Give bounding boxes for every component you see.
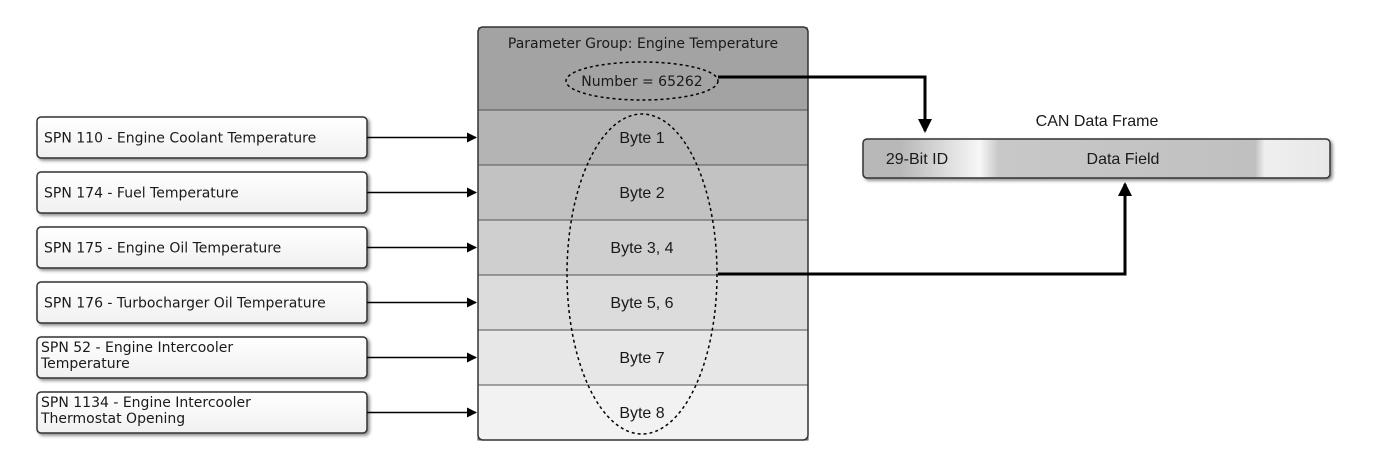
spn-list: SPN 110 - Engine Coolant TemperatureSPN … <box>36 116 477 434</box>
can-data-field-label: Data Field <box>1087 151 1160 168</box>
can-frame-title: CAN Data Frame <box>1036 113 1159 130</box>
data-bytes-ellipse <box>566 113 718 435</box>
byte-label: Byte 1 <box>619 130 664 147</box>
spn-label: SPN 175 - Engine Oil Temperature <box>44 241 281 257</box>
can-id-label: 29-Bit ID <box>886 151 948 168</box>
parameter-group-header <box>478 27 808 110</box>
spn-label: SPN 110 - Engine Coolant Temperature <box>44 131 316 147</box>
byte-row <box>477 164 809 221</box>
spn-label: Temperature <box>40 356 130 372</box>
byte-label: Byte 5, 6 <box>610 295 673 312</box>
spn-label: SPN 176 - Turbocharger Oil Temperature <box>44 296 326 312</box>
spn-label: SPN 1134 - Engine Intercooler <box>41 395 251 411</box>
spn-item: SPN 175 - Engine Oil Temperature <box>36 226 368 269</box>
can-data-frame: CAN Data Frame 29-Bit ID Data Field <box>862 113 1331 179</box>
byte-label: Byte 3, 4 <box>610 240 673 257</box>
byte-row <box>477 219 809 276</box>
parameter-group-table: Parameter Group: Engine Temperature Numb… <box>477 26 809 441</box>
byte-label: Byte 7 <box>619 350 664 367</box>
parameter-group-border <box>477 26 809 441</box>
pgn-number-label: Number = 65262 <box>581 74 702 90</box>
spn-label: SPN 52 - Engine Intercooler <box>41 340 233 356</box>
pgn-number-ellipse <box>565 61 719 101</box>
byte-row <box>477 384 809 441</box>
spn-item: SPN 110 - Engine Coolant Temperature <box>36 116 368 159</box>
byte-label: Byte 8 <box>619 405 664 422</box>
spn-label: SPN 174 - Fuel Temperature <box>44 186 239 202</box>
spn-item: SPN 174 - Fuel Temperature <box>36 171 368 214</box>
can-frame-box <box>862 138 1331 179</box>
byte-row <box>477 109 809 166</box>
spn-label: Thermostat Opening <box>40 411 185 427</box>
byte-row <box>477 329 809 386</box>
spn-item: SPN 1134 - Engine IntercoolerThermostat … <box>36 391 368 434</box>
byte-label: Byte 2 <box>619 185 664 202</box>
parameter-group-title: Parameter Group: Engine Temperature <box>508 36 778 52</box>
spn-item: SPN 176 - Turbocharger Oil Temperature <box>36 281 368 324</box>
pgn-to-id-connector <box>718 75 932 133</box>
data-to-field-connector <box>718 182 1132 276</box>
